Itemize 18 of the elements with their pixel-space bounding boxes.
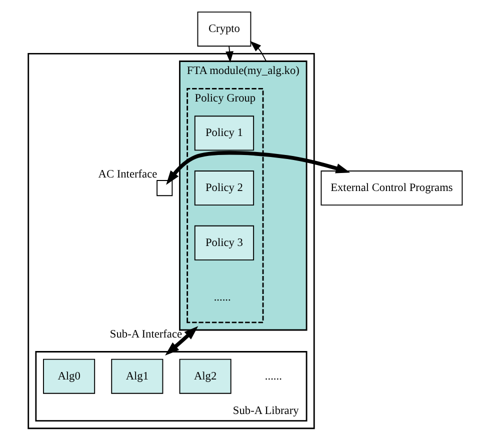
node-box: Crypto	[197, 12, 252, 47]
arrow	[166, 150, 350, 185]
node-box: Policy 2	[194, 170, 254, 206]
label: ......	[214, 292, 231, 304]
node-box	[156, 180, 173, 196]
node-box: Alg1	[111, 358, 164, 394]
node-box: Policy 3	[194, 225, 254, 260]
edge-label: Sub-A Interface	[110, 328, 182, 341]
node-box: Alg2	[179, 358, 232, 394]
label: ......	[264, 370, 282, 382]
arrow	[226, 46, 234, 63]
node-box: Policy 1	[194, 116, 254, 151]
node-label: AC Interface	[98, 168, 158, 180]
node-box: Alg0	[43, 358, 96, 394]
node-box: External Control Programs	[320, 170, 463, 206]
arrow	[165, 326, 198, 356]
cluster	[28, 52, 315, 430]
arrow	[250, 40, 267, 62]
